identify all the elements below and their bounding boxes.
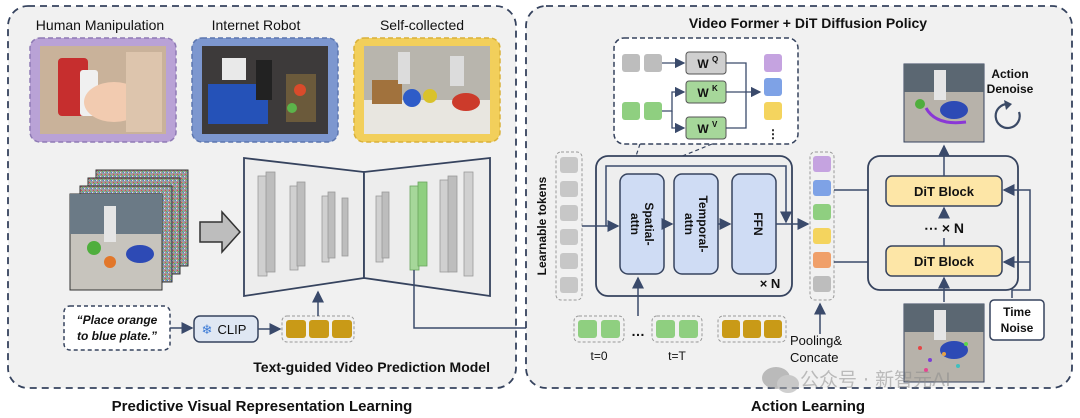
source-label-internet: Internet Robot [212,17,301,33]
text-tokens [281,315,355,343]
source-label-human: Human Manipulation [36,17,164,33]
denoise-label: Denoise [987,82,1034,96]
source-label-self: Self-collected [380,17,464,33]
human-manipulation-image [29,37,177,143]
internet-robot-image [191,37,339,143]
pooling-label: Pooling& [790,333,842,348]
svg-text:K: K [712,84,718,93]
denoised-action-image [903,63,985,143]
dit-block-bottom-label: DiT Block [914,254,975,269]
time-to-dit-top-arrow [1002,184,1031,298]
instruction-box: “Place orange to blue plate.” [63,305,171,351]
spatial-attn-block: Spatial-attn [619,173,665,275]
model-label: Text-guided Video Prediction Model [253,359,490,375]
encoder-layers [257,171,349,277]
noise-label: Noise [1001,321,1034,335]
frame-ellipsis: … [631,323,645,339]
ffn-block: FFN [731,173,777,275]
instruction-line-1: “Place orange [77,313,158,327]
svg-text:V: V [712,120,718,129]
video-frame-stack [69,169,189,291]
time-noise-box: Time Noise [989,299,1045,341]
dit-repeat-label: ⋯ × N [924,220,964,236]
learnable-tokens [555,151,583,301]
wv-sup: V [712,120,718,129]
svg-text:W: W [697,57,709,71]
temporal-attn-line-1: Temporal- [696,195,710,252]
output-tokens [809,151,835,301]
dit-block-top-label: DiT Block [914,184,975,199]
t0-label: t=0 [590,349,607,363]
tT-label: t=T [668,349,686,363]
wv-label: W [697,122,709,136]
noisy-action-image [903,303,985,383]
svg-text:Spatial-attn: Spatial-attn [628,202,656,245]
input-arrow [199,210,242,254]
snowflake-icon: ❄ [202,322,213,337]
watermark-text: 公众号 · 新智元AI [800,369,951,391]
svg-text:W: W [697,86,709,100]
frame-tokens-t0 [573,315,625,343]
ffn-label: FFN [751,212,765,235]
pooled-text-tokens [717,315,787,343]
spatial-attn-line-1: Spatial- [642,202,656,245]
decoder-features-arrow [413,270,574,334]
watermark: 公众号 · 新智元AI [762,367,951,393]
temporal-attn-block: Temporal-attn [673,173,719,275]
concate-label: Concate [790,350,838,365]
dit-block-top: DiT Block [885,175,1003,207]
time-label: Time [1003,305,1031,319]
clip-encoder: ❄ CLIP [193,315,259,343]
learnable-tokens-label: Learnable tokens [535,176,549,275]
spatial-attn-line-2: attn [628,213,642,235]
wk-sup: K [712,84,718,93]
attention-detail: W Q W K W V ⋮ [613,37,799,145]
temporal-attn-line-2: attn [682,213,696,235]
dit-block-bottom: DiT Block [885,245,1003,277]
wq-label: W [697,57,709,71]
right-title: Video Former + DiT Diffusion Policy [689,15,927,31]
svg-text:Temporal-attn: Temporal-attn [682,195,710,252]
frame-tokens-tT [651,315,703,343]
wk-label: W [697,86,709,100]
right-caption: Action Learning [751,398,865,415]
wq-sup: Q [712,55,718,64]
left-caption: Predictive Visual Representation Learnin… [112,398,413,415]
self-collected-image [353,37,501,143]
refresh-icon [994,100,1021,130]
former-times-n: × N [760,276,781,291]
svg-text:W: W [697,122,709,136]
clip-label: CLIP [218,322,247,337]
svg-text:Q: Q [712,55,718,64]
more-tokens: ⋮ [767,127,779,141]
action-label: Action [991,67,1028,81]
residual-connection [605,165,792,226]
instruction-line-2: to blue plate.” [77,329,157,343]
